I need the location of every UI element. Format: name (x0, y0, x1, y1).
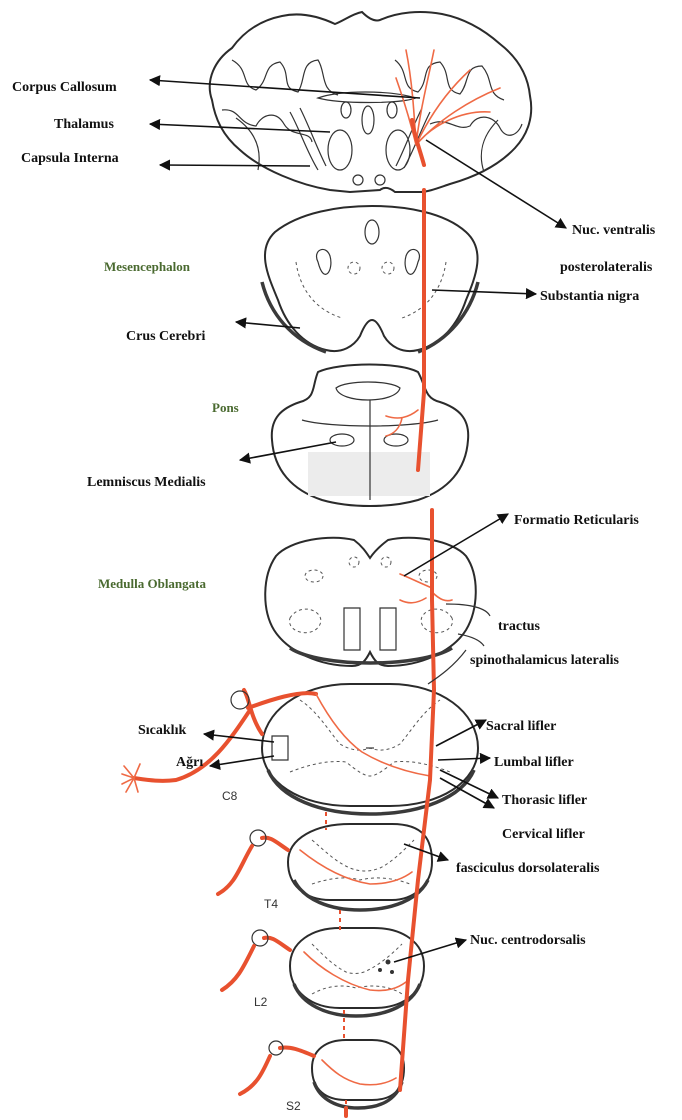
c8-outline (262, 684, 478, 806)
label-agri: Ağrı (176, 755, 203, 770)
mesencephalon-section (262, 206, 478, 352)
label-posterolateralis: posterolateralis (560, 260, 653, 275)
t4-outline (288, 824, 432, 900)
s2-outline (312, 1040, 404, 1100)
label-fasciculus-dorsolateralis: fasciculus dorsolateralis (456, 861, 600, 876)
l2-centrodorsal-dot-2 (378, 968, 382, 972)
label-sacral-lifler: Sacral lifler (486, 719, 556, 734)
level-l2: L2 (254, 995, 268, 1009)
spinal-cord-s2 (240, 1040, 404, 1108)
spinal-cord-t4 (218, 824, 432, 910)
label-cervical-lifler: Cervical lifler (502, 827, 585, 842)
s2-dorsal-root (280, 1047, 314, 1056)
label-crus-cerebri: Crus Cerebri (126, 329, 206, 344)
spinal-cord-c8 (122, 684, 478, 814)
label-formatio-reticularis: Formatio Reticularis (514, 513, 639, 528)
t4-peripheral-fiber (218, 846, 252, 894)
section-medulla: Medulla Oblangata (98, 576, 206, 591)
level-c8: C8 (222, 789, 238, 803)
label-spinothalamicus-lateralis: spinothalamicus lateralis (470, 653, 620, 668)
level-t4: T4 (264, 897, 278, 911)
l2-centrodorsal-dots (386, 960, 391, 965)
label-nuc-ventralis: Nuc. ventralis (572, 223, 656, 238)
basilar-pons-fibers (308, 452, 430, 496)
spinal-cord-l2 (222, 928, 424, 1016)
medulla-outline (265, 538, 476, 666)
pons-section (272, 365, 468, 507)
label-nuc-centrodorsalis: Nuc. centrodorsalis (470, 933, 586, 948)
label-tractus: tractus (498, 619, 541, 634)
label-substantia-nigra: Substantia nigra (540, 289, 639, 304)
mesencephalon-outline (265, 206, 478, 351)
section-pons: Pons (212, 400, 239, 415)
label-lemniscus-medialis: Lemniscus Medialis (87, 475, 206, 490)
level-s2: S2 (286, 1099, 301, 1113)
label-corpus-callosum: Corpus Callosum (12, 80, 117, 95)
medulla-section (265, 538, 476, 666)
l2-outline (290, 928, 424, 1008)
l2-centrodorsal-dot-3 (390, 970, 394, 974)
label-thalamus: Thalamus (54, 117, 114, 132)
label-thorasic-lifler: Thorasic lifler (502, 793, 587, 808)
s2-peripheral-fiber (240, 1056, 270, 1094)
arrow-capsula-interna (160, 165, 310, 166)
l2-peripheral-fiber (222, 946, 254, 990)
label-lumbal-lifler: Lumbal lifler (494, 755, 574, 770)
label-sicaklik: Sıcaklık (138, 723, 186, 738)
label-capsula-interna: Capsula Interna (21, 151, 119, 166)
section-mesencephalon: Mesencephalon (104, 259, 191, 274)
